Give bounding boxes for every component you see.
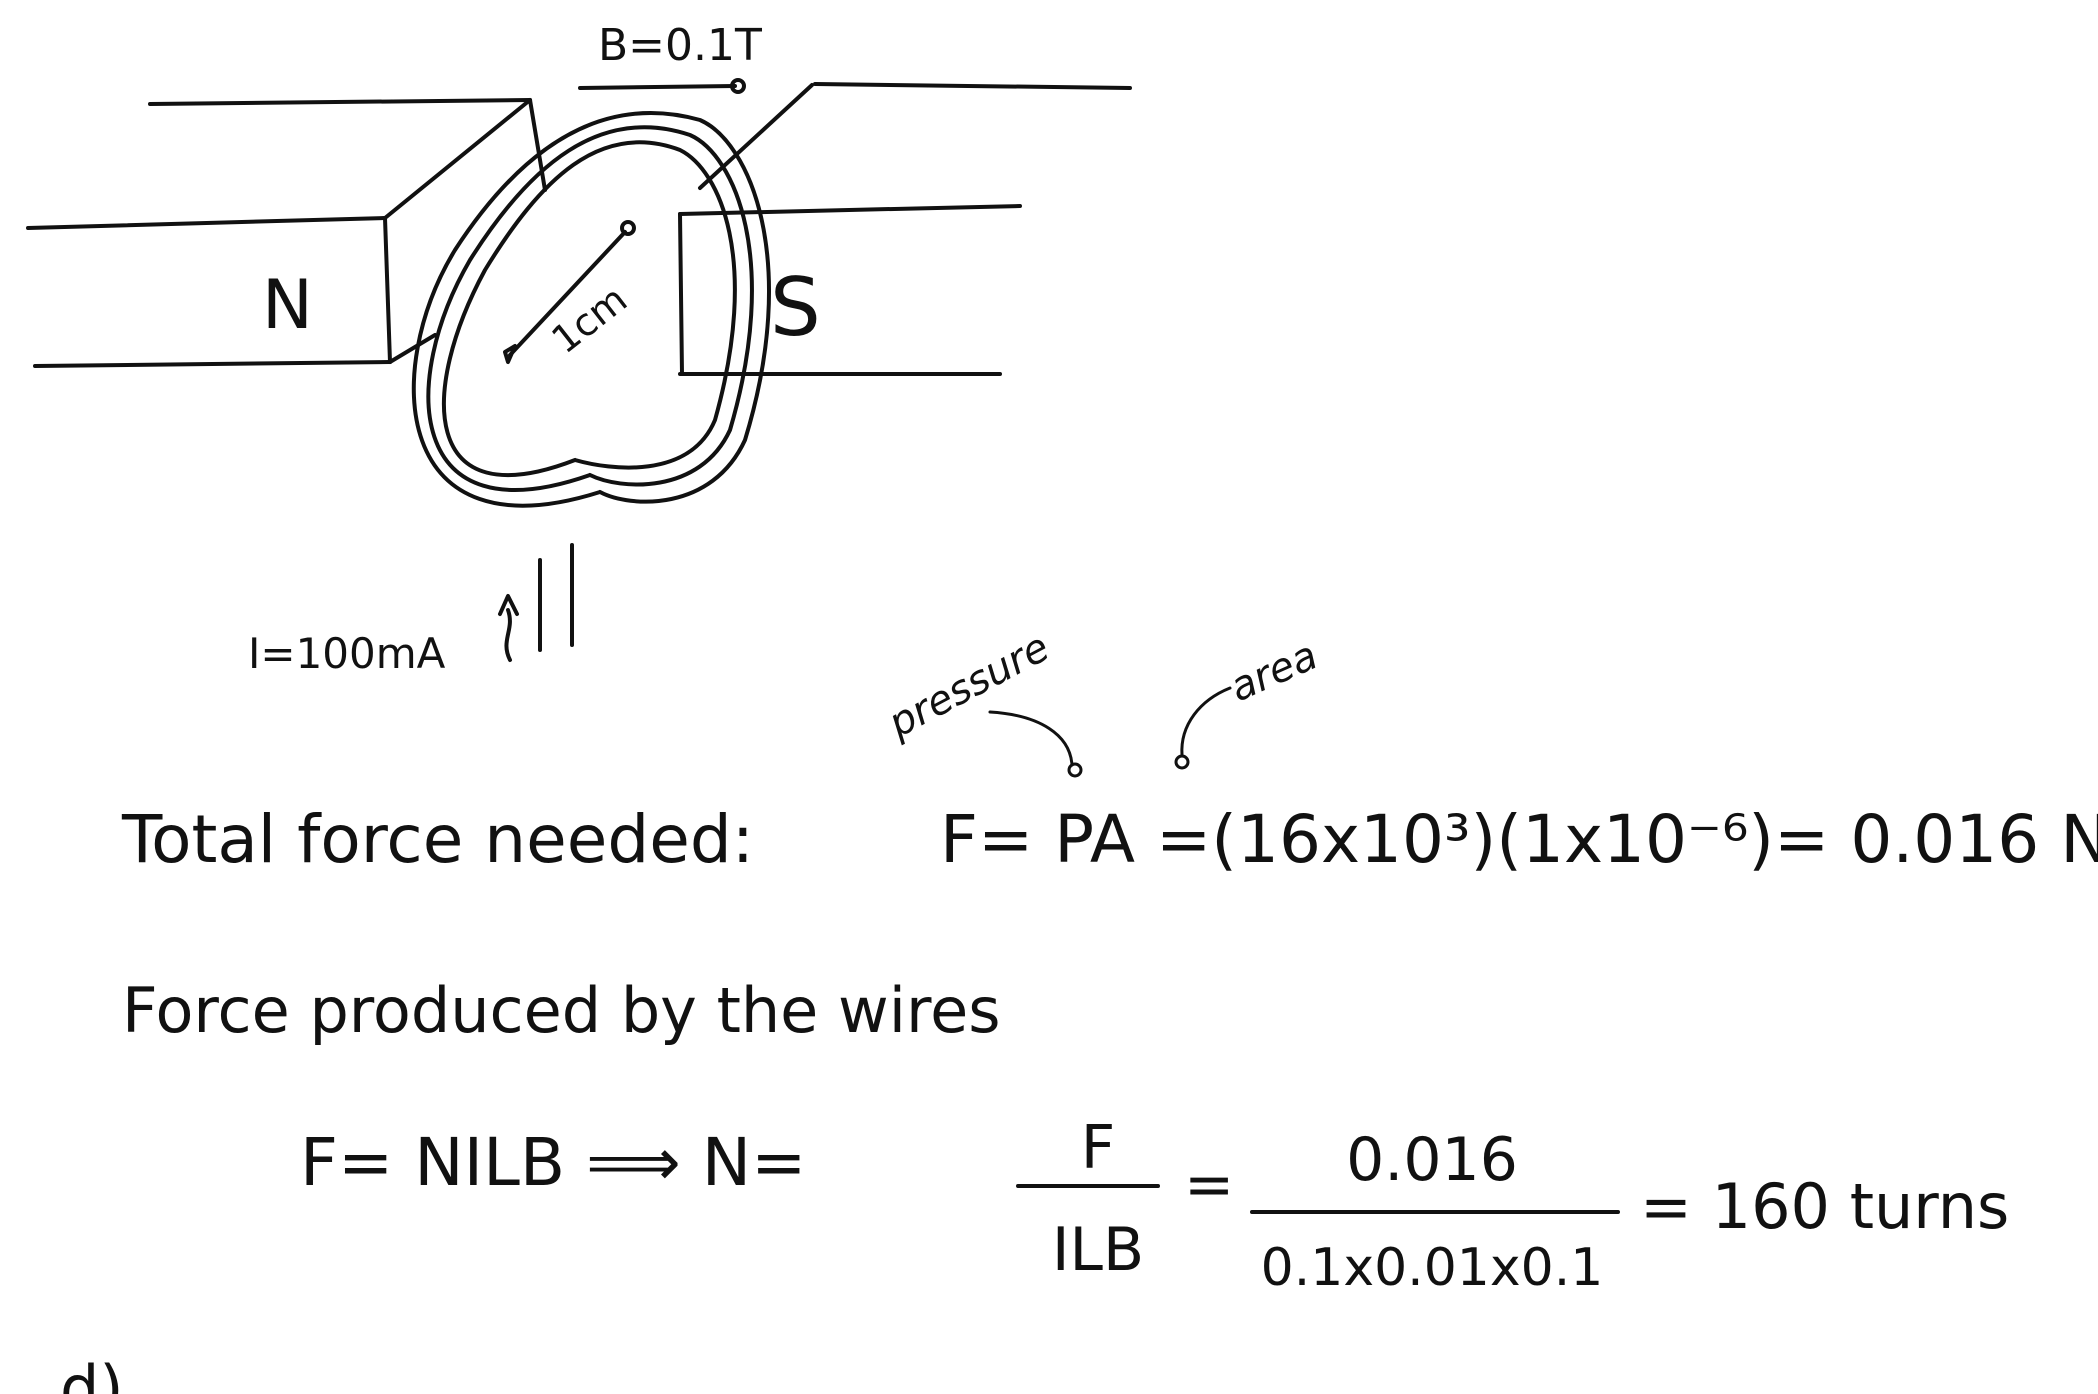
north-magnet — [26, 98, 547, 368]
total-force-label: Total force needed: — [121, 801, 754, 878]
pressure-annotation: pressure — [880, 624, 1057, 747]
field-label: B=0.1T — [598, 20, 762, 71]
total-force-formula: F= PA =(16x10³)(1x10⁻⁶)= 0.016 Nt — [940, 801, 2098, 878]
fraction-f-over-ilb: F ILB — [1016, 1113, 1160, 1285]
south-magnet — [678, 82, 1132, 376]
radius-arrow — [503, 220, 636, 364]
fraction-numeric: 0.016 0.1x0.01x0.1 — [1250, 1125, 1620, 1298]
field-arrow — [578, 78, 746, 94]
result-turns: = 160 turns — [1640, 1170, 2009, 1243]
wire-force-label: Force produced by the wires — [122, 974, 1001, 1047]
next-part-label: d) — [60, 1352, 124, 1394]
current-arrow — [498, 594, 519, 662]
area-annotation: area — [1223, 632, 1324, 711]
fraction-2-numerator: 0.016 — [1346, 1125, 1518, 1195]
south-pole-label: S — [770, 261, 821, 354]
annotation-arrows — [988, 686, 1232, 778]
coil-windings — [411, 110, 771, 508]
coil-leads — [538, 543, 574, 652]
nilb-formula: F= NILB ⟹ N= — [300, 1124, 806, 1201]
radius-label: 1cm — [543, 277, 635, 362]
fraction-1-numerator: F — [1081, 1113, 1116, 1183]
north-pole-label: N — [262, 266, 313, 345]
magnet-coil-diagram — [26, 78, 1132, 662]
fraction-1-denominator: ILB — [1052, 1215, 1144, 1285]
equals-sign: = — [1184, 1150, 1234, 1220]
fraction-2-denominator: 0.1x0.01x0.1 — [1261, 1238, 1604, 1298]
current-label: I=100mA — [248, 629, 446, 678]
